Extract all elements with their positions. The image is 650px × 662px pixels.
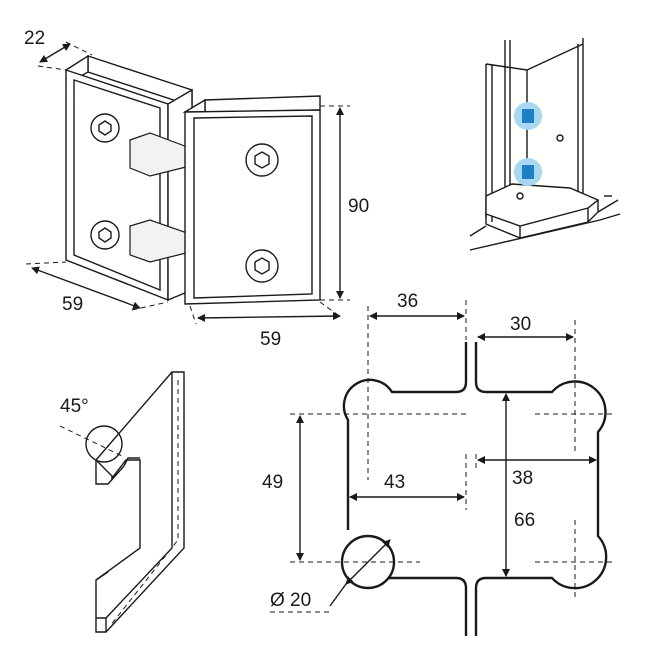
hinge-3d-view: 22 59 59 90 [24,28,369,350]
depth-label: 22 [24,28,45,49]
right-height-label: 66 [514,510,535,531]
hinge-knuckles [129,132,191,263]
width-right-label: 59 [260,329,281,350]
hole-diameter-label: Ø 20 [270,590,311,611]
depth-dimension: 22 [24,28,93,71]
glass-cutout-profile: 36 30 49 43 38 66 Ø 20 [262,291,616,636]
width-left-label: 59 [62,294,83,315]
left-height-label: 49 [262,472,283,493]
left-plate [64,54,193,302]
angle-detail-view: 45° [59,371,185,633]
top-right-width-label: 30 [510,314,531,335]
angle-label: 45° [60,396,89,417]
lower-hinge-icon [522,165,534,179]
height-dimension: 90 [320,105,369,301]
width-right-dimension: 59 [189,301,343,350]
top-left-width-label: 36 [397,291,418,312]
shower-enclosure-illustration [469,38,621,251]
height-label: 90 [348,196,369,217]
right-inner-width-label: 38 [512,468,533,489]
upper-hinge-icon [522,109,534,123]
inner-width-label: 43 [384,472,405,493]
right-plate [182,95,321,305]
width-left-dimension: 59 [25,261,169,315]
